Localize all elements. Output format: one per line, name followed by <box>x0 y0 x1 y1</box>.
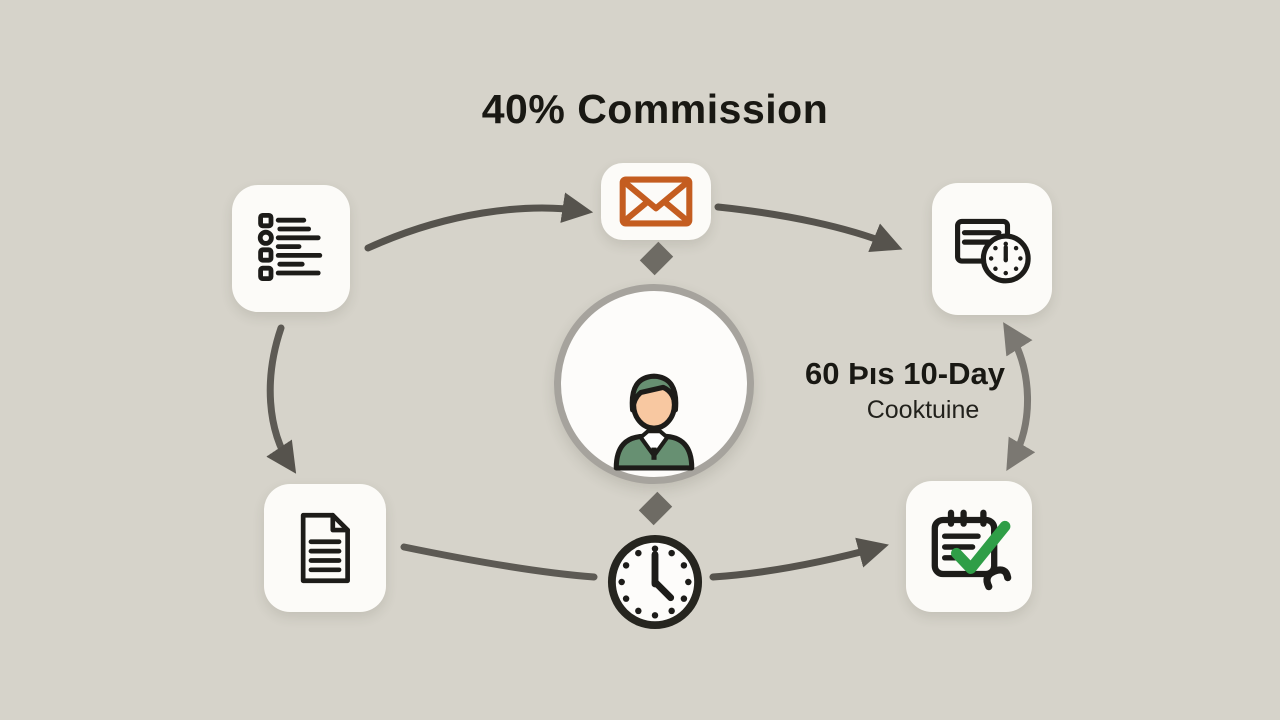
envelope-icon <box>619 176 693 227</box>
arrow-schedule-notepad-double <box>1003 322 1036 471</box>
document-icon <box>300 512 350 584</box>
clock-icon <box>607 534 703 630</box>
note-line-1: 60 Þıs 10-Day <box>805 356 1005 391</box>
page-title: 40% Commission <box>481 86 829 132</box>
arrow-clock-to-notepad <box>709 537 889 581</box>
advisor-avatar-circle <box>554 284 754 484</box>
notepad-check-icon <box>931 509 1012 590</box>
note-line-2: Cooktuine <box>866 396 980 424</box>
document-card <box>264 484 386 612</box>
arrow-email-to-schedule <box>714 203 903 253</box>
schedule-card <box>932 183 1052 315</box>
checklist-icon <box>257 212 323 281</box>
document-clock-icon <box>955 218 1031 284</box>
notepad-card <box>906 481 1032 612</box>
arrow-checklist-to-email <box>364 192 594 252</box>
arrow-checklist-to-document <box>266 324 297 474</box>
clock-badge <box>606 533 704 631</box>
person-avatar-icon <box>613 373 695 471</box>
email-card <box>601 163 711 240</box>
checklist-card <box>232 185 350 312</box>
line-document-to-clock <box>400 543 598 581</box>
